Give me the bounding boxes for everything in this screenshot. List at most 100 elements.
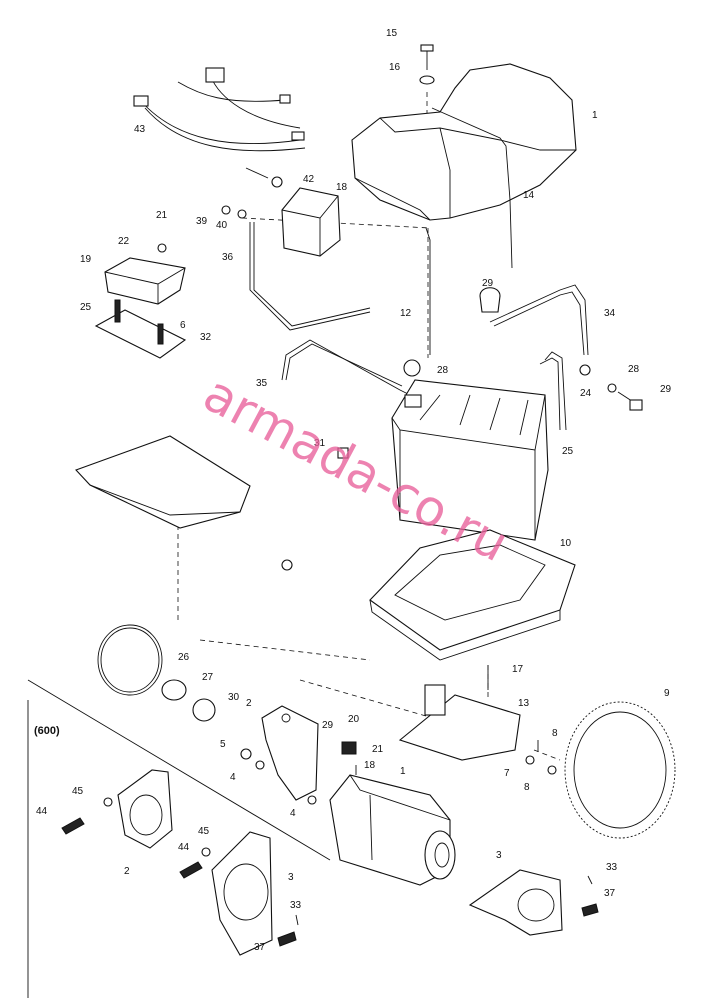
vent-tube: [544, 351, 567, 431]
callout-14: 14: [523, 190, 535, 201]
starter-motor: [329, 774, 456, 886]
nut-29-right: [629, 399, 643, 411]
callout-29-top: 29: [482, 278, 494, 289]
callout-33-inset: 33: [290, 900, 302, 911]
callout-20: 20: [348, 714, 360, 725]
band-26: [97, 624, 163, 696]
stud-6: [157, 323, 164, 345]
callout-39: 39: [196, 216, 208, 227]
callout-4-b: 4: [290, 808, 296, 819]
washer-40: [237, 209, 247, 219]
callout-18-low: 18: [364, 760, 376, 771]
terminal-cap-29: [479, 287, 501, 313]
callout-10: 10: [560, 538, 572, 549]
callout-40: 40: [216, 220, 228, 231]
callout-31: 31: [314, 438, 326, 449]
callout-25-battery: 25: [562, 446, 574, 457]
clip: [281, 559, 293, 571]
callout-29-low: 29: [322, 720, 334, 731]
callout-44-b: 44: [178, 842, 190, 853]
strap: [431, 107, 513, 269]
callout-16: 16: [389, 62, 401, 73]
callout-1-low: 1: [400, 766, 406, 777]
variant-inset-border: [27, 679, 331, 998]
cable-36: [249, 222, 371, 331]
callout-35: 35: [256, 378, 268, 389]
callout-25-left: 25: [80, 302, 92, 313]
callout-15: 15: [386, 28, 398, 39]
callout-29-right: 29: [660, 384, 672, 395]
callout-labels: 15 16 1 14 43 42 18 21 22 39 40 36 19 25…: [34, 28, 672, 953]
cable-12: [425, 227, 431, 355]
nut-22: [157, 243, 167, 253]
bracket-13: [398, 684, 521, 761]
callout-45-b: 45: [198, 826, 210, 837]
callout-32: 32: [200, 332, 212, 343]
callout-21: 21: [156, 210, 168, 221]
relay: [281, 187, 341, 257]
washer-7: [525, 755, 535, 765]
washer-4a: [255, 760, 265, 770]
clamp-30: [192, 698, 216, 722]
clamp-27: [161, 679, 187, 701]
callout-19: 19: [80, 254, 92, 265]
inset-bolt-37: [277, 931, 297, 947]
screw-41: [245, 167, 269, 179]
washer-42: [271, 176, 283, 188]
bracket-2: [261, 705, 319, 801]
stud-25: [114, 299, 121, 323]
callout-5: 5: [220, 739, 226, 750]
callout-45-a: 45: [72, 786, 84, 797]
battery: [391, 379, 549, 541]
washer-39: [221, 205, 231, 215]
callout-36: 36: [222, 252, 234, 263]
callout-30: 30: [228, 692, 240, 703]
callout-18-top: 18: [336, 182, 348, 193]
terminal-24: [579, 364, 591, 376]
callout-43: 43: [134, 124, 146, 135]
callout-3-mid: 3: [496, 850, 502, 861]
callout-1-top: 1: [592, 110, 598, 121]
washer-4b: [307, 795, 317, 805]
inset-bolt-44b: [179, 861, 203, 879]
inset-washer-45a: [103, 797, 113, 807]
ring-gear: [564, 701, 676, 839]
callout-13: 13: [518, 698, 530, 709]
battery-tray: [369, 529, 576, 661]
callout-22: 22: [118, 236, 130, 247]
callout-8: 8: [524, 782, 530, 793]
callout-17: 17: [512, 664, 524, 675]
callout-33-right: 33: [606, 862, 618, 873]
variant-label: (600): [34, 725, 60, 737]
callout-44-a: 44: [36, 806, 48, 817]
inset-bracket-2: [117, 769, 173, 849]
callout-2-mid: 2: [246, 698, 252, 709]
rectifier: [104, 257, 186, 305]
callout-2-inset: 2: [124, 866, 130, 877]
callout-7: 7: [504, 768, 510, 779]
nut-5: [240, 748, 252, 760]
callout-27: 27: [202, 672, 214, 683]
callout-34: 34: [604, 308, 616, 319]
washer-24: [607, 383, 617, 393]
solenoid-cap-20: [341, 741, 357, 755]
callout-4-a: 4: [230, 772, 236, 783]
callout-37-inset: 37: [254, 942, 266, 953]
callout-26: 26: [178, 652, 190, 663]
cable-34: [489, 284, 589, 356]
nut-8: [547, 765, 557, 775]
mounting-plate: [94, 309, 187, 359]
inset-bolt-44a: [61, 817, 85, 835]
bracket-3: [468, 869, 563, 936]
callout-8-bolt: 8: [552, 728, 558, 739]
washer-16: [419, 75, 435, 85]
inset-washer-45b: [201, 847, 211, 857]
wiring-harness: [133, 67, 306, 152]
callout-28-mid: 28: [437, 365, 449, 376]
bolt-37-right: [581, 903, 599, 917]
washer-33-right: [587, 875, 593, 885]
callout-28-right: 28: [628, 364, 640, 375]
heat-shield: [75, 435, 251, 529]
